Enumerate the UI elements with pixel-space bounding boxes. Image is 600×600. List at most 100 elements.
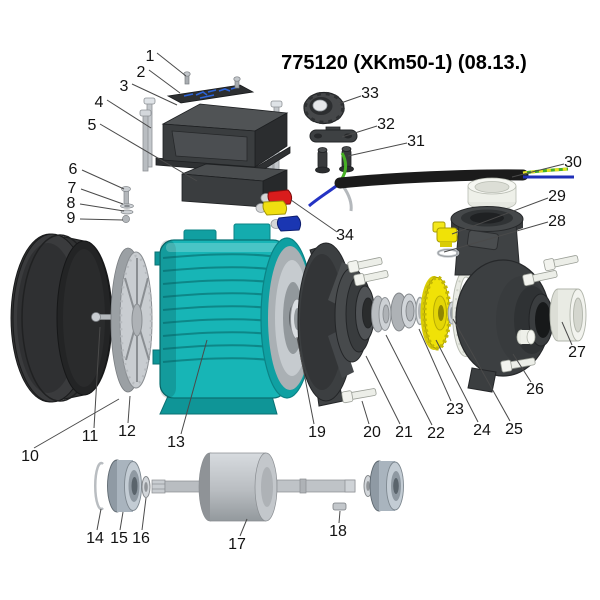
callout-leader-26 <box>512 353 532 383</box>
callout-number-12: 12 <box>118 423 136 440</box>
callout-number-22: 22 <box>427 425 445 442</box>
power-cable-30 <box>308 152 574 212</box>
bearing-rear <box>369 460 404 512</box>
callout-number-4: 4 <box>95 94 104 111</box>
callout-leader-21 <box>365 355 401 425</box>
callout-number-18: 18 <box>329 523 347 540</box>
callout-number-25: 25 <box>505 421 523 438</box>
washer-16 <box>141 476 151 498</box>
callout-leader-30 <box>511 163 565 178</box>
impeller-24 <box>420 275 452 351</box>
callout-leader-14 <box>96 508 102 531</box>
callout-leader-6 <box>81 169 125 190</box>
fan-cover-10 <box>10 233 113 403</box>
cable-gland-33 <box>303 91 345 125</box>
callout-leader-19 <box>296 336 315 425</box>
nameplate-label <box>166 84 255 104</box>
callout-number-30: 30 <box>564 154 582 171</box>
callout-number-14: 14 <box>86 530 104 547</box>
diagram-title: 775120 (XKm50-1) (08.13.) <box>281 52 527 74</box>
callout-number-28: 28 <box>548 213 566 230</box>
callout-number-32: 32 <box>377 116 395 133</box>
callout-number-21: 21 <box>395 424 413 441</box>
cooling-fan-12 <box>110 247 153 393</box>
callout-leader-32 <box>341 125 378 138</box>
callout-number-17: 17 <box>228 536 246 553</box>
rotor-shaft-17 <box>151 452 356 522</box>
callout-number-23: 23 <box>446 401 464 418</box>
callout-leader-16 <box>141 497 147 531</box>
callout-leader-17 <box>239 518 248 537</box>
callout-number-2: 2 <box>137 64 146 81</box>
callout-leader-lines <box>33 52 573 537</box>
plug-gasket-28 <box>436 248 460 258</box>
callout-leader-7 <box>80 188 124 205</box>
callout-leader-12 <box>127 395 131 424</box>
callout-number-34: 34 <box>336 227 354 244</box>
callout-number-16: 16 <box>132 530 150 547</box>
motor-body-13 <box>152 223 314 415</box>
motor-support-21 <box>297 242 375 407</box>
callout-number-9: 9 <box>67 210 76 227</box>
callout-number-3: 3 <box>120 78 129 95</box>
callout-number-27: 27 <box>568 344 586 361</box>
fastener-screw-6 <box>123 189 129 206</box>
wire-nuts-34 <box>255 189 302 232</box>
pump-body-bolts <box>500 255 579 373</box>
callout-leader-3 <box>131 83 178 106</box>
callout-leader-28 <box>443 221 549 253</box>
callout-number-33: 33 <box>361 85 379 102</box>
terminal-box-cover <box>155 103 291 174</box>
screw-9 <box>122 215 130 223</box>
suction-fitting-27 <box>549 288 587 342</box>
mechanical-seal-22 <box>371 295 392 333</box>
callout-leader-5 <box>99 123 198 182</box>
callout-leader-25 <box>452 318 511 422</box>
callout-number-7: 7 <box>68 180 77 197</box>
callout-number-10: 10 <box>21 448 39 465</box>
callout-leader-4 <box>106 99 152 129</box>
seal-seat-23 <box>390 292 425 332</box>
priming-plug-29 <box>432 221 458 247</box>
callout-leader-24 <box>435 339 479 423</box>
callout-leader-10 <box>33 398 120 449</box>
callout-number-29: 29 <box>548 188 566 205</box>
cable-clamp-32 <box>309 126 358 143</box>
callout-number-31: 31 <box>407 133 425 150</box>
callout-number-19: 19 <box>308 424 326 441</box>
small-fasteners <box>120 186 134 223</box>
drain-plug <box>516 329 536 345</box>
callout-leader-23 <box>418 328 452 402</box>
support-bolts-20 <box>341 257 389 404</box>
callout-leader-8 <box>79 203 125 212</box>
bearing-front-15 <box>107 459 142 513</box>
callout-number-8: 8 <box>67 195 76 212</box>
callout-leader-1 <box>156 52 187 77</box>
wire-nut-blue <box>276 215 302 232</box>
callout-number-1: 1 <box>146 48 155 65</box>
callout-number-6: 6 <box>69 161 78 178</box>
fill-cap <box>467 177 517 211</box>
wire-nut-yellow <box>262 200 288 216</box>
callout-leader-29 <box>451 197 549 235</box>
callout-number-20: 20 <box>363 424 381 441</box>
callout-leader-2 <box>148 69 181 94</box>
callout-leader-27 <box>561 321 573 346</box>
callout-number-15: 15 <box>110 530 128 547</box>
callout-leader-20 <box>361 400 370 425</box>
rotor-assembly <box>94 452 404 522</box>
circlip-14 <box>94 461 104 511</box>
callout-leader-9 <box>79 218 124 221</box>
callout-leader-18 <box>338 510 341 524</box>
pump-body-26 <box>450 177 554 393</box>
callout-number-26: 26 <box>526 381 544 398</box>
cover-screws <box>183 71 241 89</box>
callout-leader-13 <box>180 339 208 435</box>
callout-leader-31 <box>347 142 408 157</box>
callout-leader-11 <box>93 326 101 429</box>
callout-leader-34 <box>290 199 338 233</box>
callout-number-13: 13 <box>167 434 185 451</box>
